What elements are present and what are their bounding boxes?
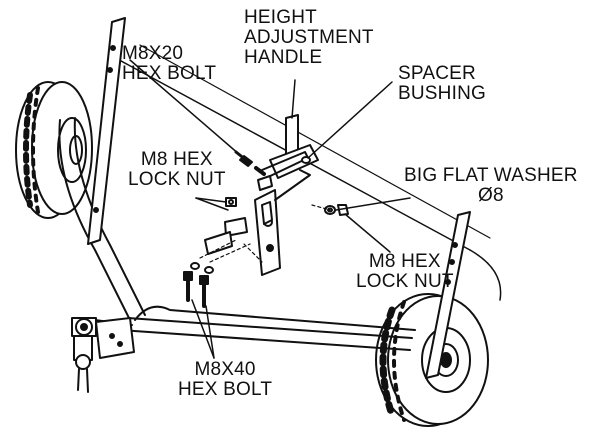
callout-line: HEX BOLT [122, 63, 217, 84]
tubular-frame [58, 117, 416, 351]
height-adjustment-assembly [254, 114, 319, 276]
callout-spacer-bushing: SPACER BUSHING [398, 64, 486, 104]
callout-line: HEX BOLT [178, 379, 273, 400]
callout-m8x20-hex-bolt: M8X20 HEX BOLT [122, 44, 216, 84]
callout-m8-hex-lock-nut-left: M8 HEX LOCK NUT [128, 150, 226, 190]
leader-washer [335, 197, 411, 211]
callout-line: M8 HEX [140, 149, 213, 170]
callout-line: HANDLE [244, 47, 323, 68]
callout-line: M8X20 [122, 43, 184, 64]
leader-m8x20 [129, 59, 241, 156]
leader-lines [129, 59, 411, 359]
leader-spacer [307, 81, 393, 159]
left-upright [87, 17, 126, 245]
callout-line: BIG FLAT WASHER [404, 165, 578, 186]
callout-line: Ø8 [477, 185, 504, 206]
callout-line: BUSHING [398, 83, 486, 104]
callout-line: LOCK NUT [128, 169, 226, 190]
callout-line: M8X40 [194, 359, 256, 380]
callout-big-flat-washer: BIG FLAT WASHER Ø8 [404, 166, 578, 206]
leader-locknut-left-1 [195, 197, 227, 203]
callout-m8-hex-lock-nut-right: M8 HEX LOCK NUT [356, 252, 454, 292]
tow-hitch [71, 317, 135, 393]
callout-line: HEIGHT [244, 7, 317, 28]
leader-m8x40-1 [191, 299, 215, 359]
right-upright [425, 211, 471, 379]
leader-m8x40-2 [205, 305, 215, 359]
callout-line: LOCK NUT [356, 271, 454, 292]
callout-line: ADJUSTMENT [244, 27, 374, 48]
leader-locknut-right [344, 213, 391, 253]
left-wheel [15, 81, 93, 219]
callout-m8x40-hex-bolt: M8X40 HEX BOLT [178, 360, 272, 400]
callout-height-adjustment-handle: HEIGHT ADJUSTMENT HANDLE [244, 8, 374, 68]
callout-line: M8 HEX [368, 251, 441, 272]
callout-line: SPACER [398, 63, 476, 84]
leader-handle [291, 79, 296, 119]
leader-locknut-left-2 [195, 197, 229, 211]
